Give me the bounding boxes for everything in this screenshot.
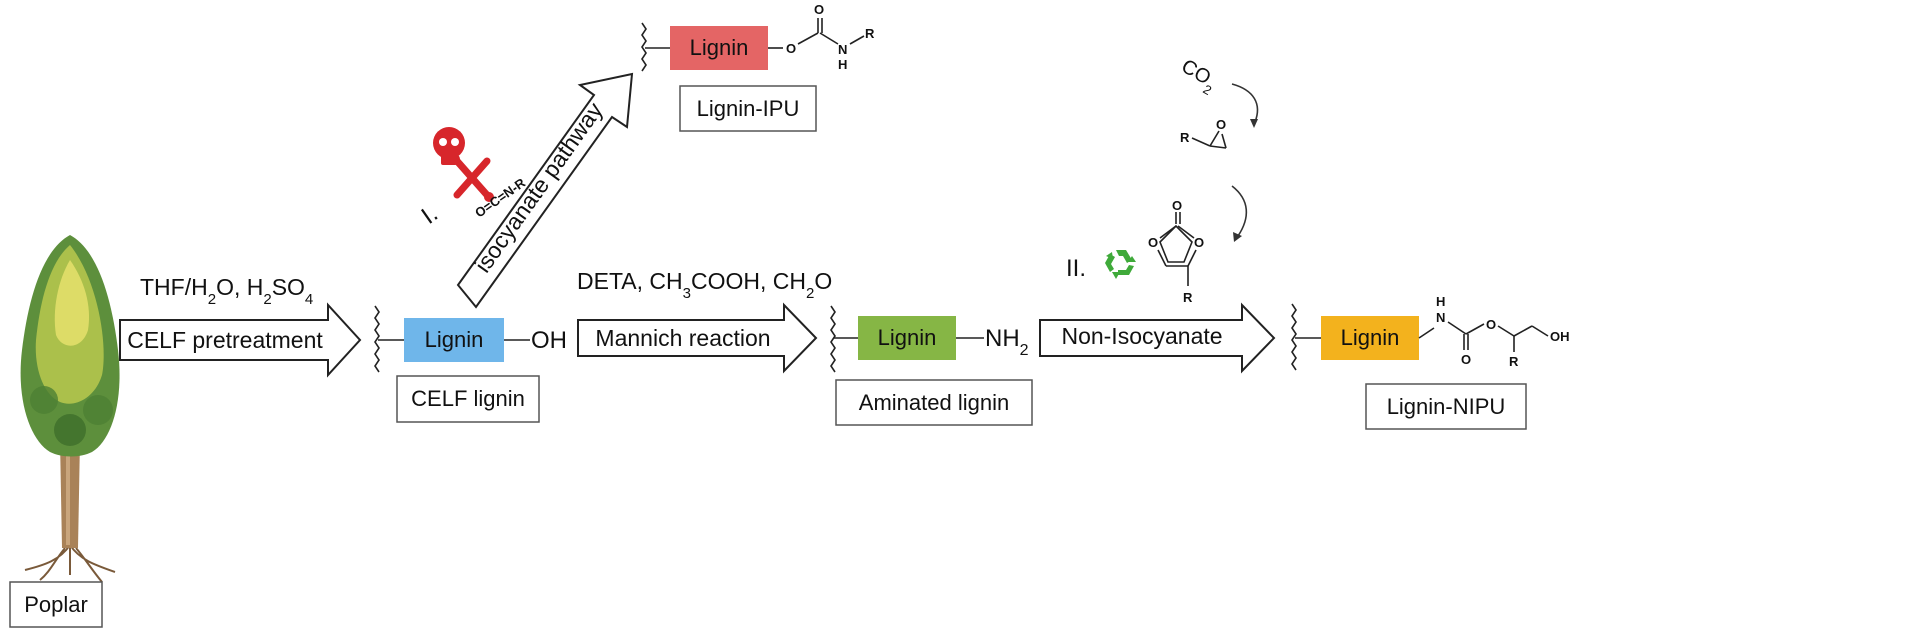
lignin-nipu-label: Lignin-NIPU bbox=[1387, 394, 1506, 419]
co2-label: CO2 bbox=[1175, 55, 1221, 97]
lignin-nipu-label-box: Lignin-NIPU bbox=[1365, 383, 1527, 430]
ipu-r-group: R bbox=[865, 26, 875, 41]
cyclic-carbonate-structure: O O O R bbox=[1148, 198, 1204, 305]
isocyanate-pathway-label: isocyanate pathway bbox=[469, 97, 608, 277]
nipu-lignin-block bbox=[1321, 316, 1419, 360]
nipu-h-atom: H bbox=[1436, 294, 1445, 309]
recycle-icon bbox=[1105, 250, 1136, 279]
aminated-lignin-label-box: Aminated lignin bbox=[835, 379, 1033, 426]
aminated-lignin-block-label: Lignin bbox=[878, 325, 937, 350]
tree-icon bbox=[20, 235, 120, 583]
ipu-o-atom: O bbox=[786, 41, 796, 56]
nipu-lignin-block-label: Lignin bbox=[1341, 325, 1400, 350]
celf-lignin-block-label: Lignin bbox=[425, 327, 484, 352]
celf-lignin-label: CELF lignin bbox=[411, 386, 525, 411]
lignin-ipu-structure: Lignin O O N H R bbox=[641, 2, 875, 72]
epoxide-o-atom: O bbox=[1216, 117, 1226, 132]
poplar-label-box: Poplar bbox=[9, 581, 103, 628]
celf-lignin-block bbox=[404, 318, 504, 362]
nipu-carbonyl-o: O bbox=[1461, 352, 1471, 367]
non-isocyanate-arrow: Non-Isocyanate bbox=[1039, 302, 1276, 374]
celf-conditions: THF/H2O, H2SO4 bbox=[140, 274, 313, 308]
lignin-nipu-structure: Lignin N H O O R OH bbox=[1291, 294, 1570, 371]
celf-lignin-structure: Lignin OH bbox=[374, 305, 567, 373]
aminated-lignin-label: Aminated lignin bbox=[859, 390, 1009, 415]
lignin-ipu-label-box: Lignin-IPU bbox=[679, 85, 817, 132]
non-isocyanate-label: Non-Isocyanate bbox=[1061, 323, 1222, 349]
nipu-hydroxyl: OH bbox=[1550, 329, 1570, 344]
poplar-label: Poplar bbox=[24, 592, 88, 617]
aminated-lignin-block bbox=[858, 316, 956, 360]
carbonate-carbonyl-o: O bbox=[1172, 198, 1182, 213]
mannich-reaction-arrow: Mannich reaction bbox=[577, 302, 818, 374]
mannich-reaction-label: Mannich reaction bbox=[595, 325, 770, 351]
route-i-label: I. bbox=[417, 200, 443, 230]
celf-lignin-label-box: CELF lignin bbox=[396, 375, 540, 423]
lignin-ipu-label: Lignin-IPU bbox=[697, 96, 800, 121]
epoxide-structure: R O bbox=[1180, 117, 1227, 149]
ipu-lignin-block bbox=[670, 26, 768, 70]
nipu-r-group: R bbox=[1509, 354, 1519, 369]
carbonate-ring-o-right: O bbox=[1194, 235, 1204, 250]
route-ii-label: II. bbox=[1066, 255, 1086, 282]
nipu-n-atom: N bbox=[1436, 310, 1445, 325]
ipu-lignin-block-label: Lignin bbox=[690, 35, 749, 60]
ipu-n-atom: N bbox=[838, 42, 847, 57]
ipu-carbonyl-o: O bbox=[814, 2, 824, 17]
amine-group: NH2 bbox=[985, 325, 1029, 359]
carbonate-r-group: R bbox=[1183, 290, 1193, 305]
hydroxyl-group: OH bbox=[531, 327, 567, 354]
carbonate-ring-o-left: O bbox=[1148, 235, 1158, 250]
nipu-ester-o: O bbox=[1486, 317, 1496, 332]
mannich-conditions: DETA, CH3COOH, CH2O bbox=[577, 268, 832, 302]
ipu-h-atom: H bbox=[838, 57, 847, 72]
curved-arrows bbox=[1231, 83, 1259, 242]
celf-pretreatment-label: CELF pretreatment bbox=[127, 327, 323, 353]
skull-crossbones-icon bbox=[433, 127, 494, 202]
celf-pretreatment-arrow: CELF pretreatment bbox=[119, 302, 362, 378]
aminated-lignin-structure: Lignin NH2 bbox=[830, 305, 1029, 373]
epoxide-r-group: R bbox=[1180, 130, 1190, 145]
